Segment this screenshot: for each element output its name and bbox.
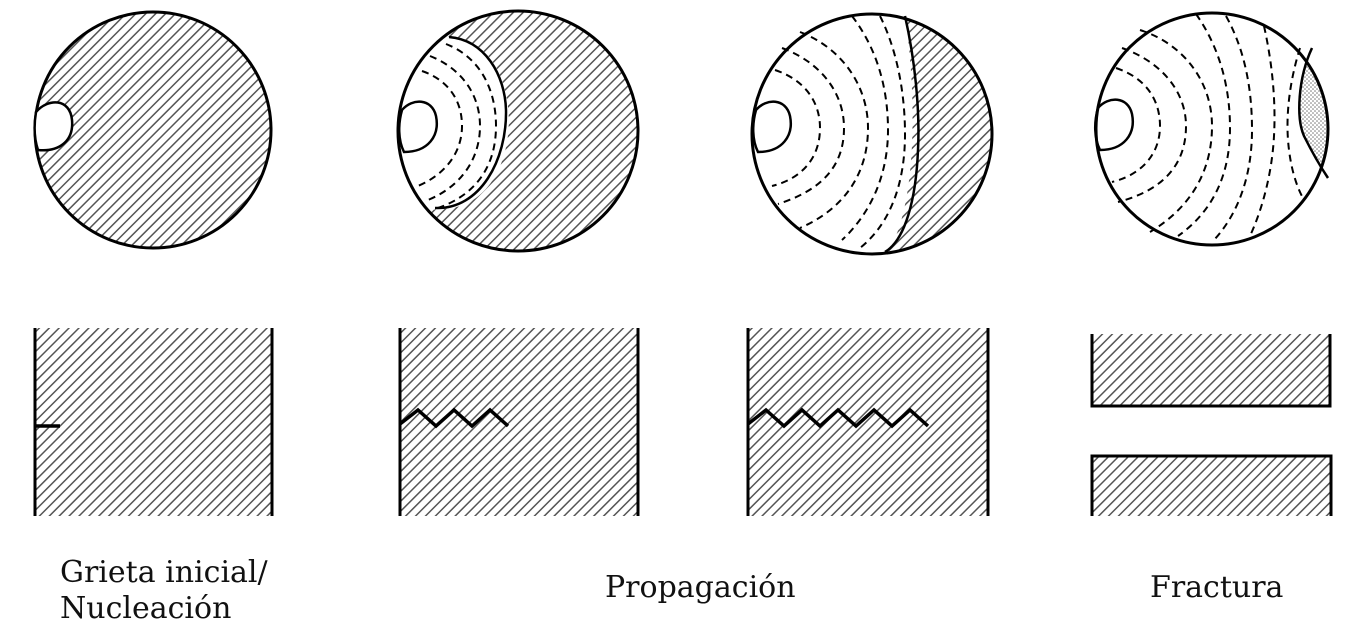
side-view-propagation-early [398, 328, 640, 516]
caption-nucleation-line2: Nucleación [60, 591, 232, 626]
cross-section-propagation-advanced [750, 12, 994, 256]
specimen-body [748, 328, 988, 516]
caption-nucleation-line1: Grieta inicial/ [60, 555, 268, 590]
beach-marks [417, 43, 498, 209]
specimen-body [35, 328, 272, 516]
crack-front [884, 15, 920, 254]
side-view-propagation-advanced [746, 328, 990, 516]
section-outline [1094, 11, 1330, 247]
side-view-fracture [1090, 334, 1333, 516]
section-fill [1096, 13, 1328, 245]
caption-propagation: Propagación [605, 570, 796, 605]
caption-nucleation: Grieta inicial/ Nucleación [60, 555, 268, 627]
crack-front [1298, 47, 1330, 179]
cross-section-nucleation [33, 10, 273, 250]
cross-section-fracture [1094, 11, 1330, 247]
beach-marks [1111, 13, 1305, 241]
lower-fragment [1090, 454, 1333, 516]
crack-origin [33, 101, 74, 152]
beach-marks [771, 15, 907, 249]
section-outline [396, 9, 640, 253]
crack-front [434, 35, 508, 210]
crack-path [398, 407, 510, 429]
side-view-nucleation [33, 328, 274, 516]
specimen-body [400, 328, 638, 516]
cross-section-propagation-early [396, 9, 640, 253]
caption-fracture: Fractura [1150, 570, 1284, 605]
section-outline [750, 12, 994, 256]
upper-fragment [1090, 334, 1332, 408]
crack-path [746, 407, 930, 429]
